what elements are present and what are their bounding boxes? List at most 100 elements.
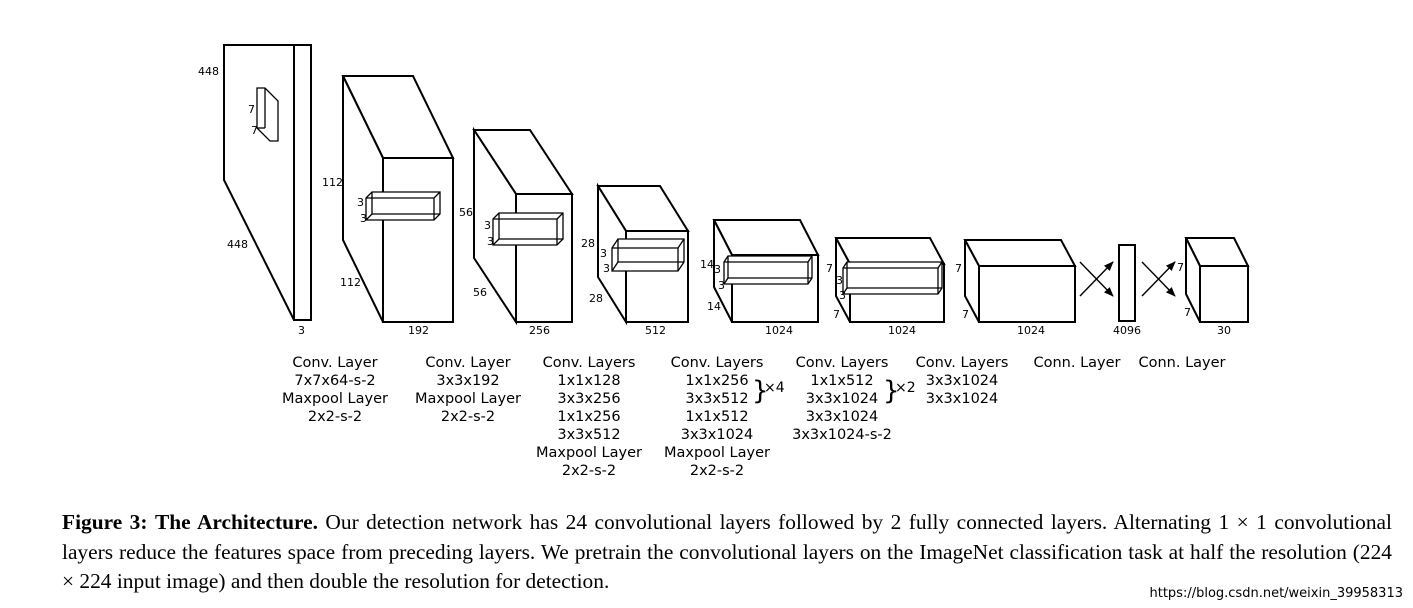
block1-kernel-w: 3: [360, 212, 367, 225]
label-line: Maxpool Layer: [664, 445, 770, 461]
block5-depth-label: 1024: [888, 324, 916, 337]
block5-kernel-h: 3: [836, 274, 843, 287]
label-line: 3x3x256: [557, 391, 620, 407]
block1-kernel: [365, 191, 441, 221]
fc-connection-arrows-1: [1079, 261, 1114, 297]
block2-volume: [472, 126, 574, 326]
block2-kernel-w: 3: [487, 235, 494, 248]
label-line: Maxpool Layer: [282, 391, 388, 407]
label-line: 3x3x512: [557, 427, 620, 443]
fc-4096-bar: [1118, 244, 1136, 322]
label-line: Conn. Layer: [1138, 355, 1225, 371]
label-line: 3x3x1024: [926, 373, 999, 389]
repeat-x2: } ×2: [883, 376, 916, 406]
repeat-x4: } ×4: [752, 376, 785, 406]
layer-label-group-3: Conv. Layers 1x1x128 3x3x256 1x1x256 3x3…: [536, 355, 642, 479]
block4-kernel-w: 3: [718, 279, 725, 292]
output-height-label: 7: [1177, 261, 1184, 274]
input-width-label: 448: [227, 238, 248, 251]
label-line: 3x3x1024: [806, 409, 879, 425]
block5-kernel-w: 3: [839, 289, 846, 302]
block5-height-label: 7: [826, 262, 833, 275]
block4-depth-label: 1024: [765, 324, 793, 337]
layer-label-group-1: Conv. Layer 7x7x64-s-2 Maxpool Layer 2x2…: [282, 355, 388, 425]
output-volume: [1184, 237, 1250, 323]
figure-caption: Figure 3: The Architecture. Our detectio…: [62, 508, 1392, 597]
label-line: 3x3x192: [436, 373, 499, 389]
block5-volume: [834, 237, 946, 323]
label-line: Conv. Layers: [916, 355, 1009, 371]
label-line: 1x1x512: [810, 373, 873, 389]
block3-kernel: [611, 238, 685, 272]
input-kernel-w: 7: [251, 124, 258, 137]
label-line: Conv. Layer: [425, 355, 510, 371]
label-line: 2x2-s-2: [441, 409, 495, 425]
input-kernel-h: 7: [248, 103, 255, 116]
block4-height-label: 14: [700, 258, 714, 271]
block4-width-label: 14: [707, 300, 721, 313]
output-depth-label: 30: [1217, 324, 1231, 337]
layer-label-group-2: Conv. Layer 3x3x192 Maxpool Layer 2x2-s-…: [415, 355, 521, 425]
block3-kernel-h: 3: [600, 247, 607, 260]
block1-kernel-h: 3: [357, 196, 364, 209]
label-line: 3x3x1024: [806, 391, 879, 407]
block4-volume: [712, 219, 820, 323]
block1-depth-label: 192: [408, 324, 429, 337]
input-depth-label: 3: [298, 324, 305, 337]
label-line: 2x2-s-2: [308, 409, 362, 425]
repeat-count-label: ×2: [895, 380, 916, 396]
block4-kernel-h: 3: [714, 263, 721, 276]
caption-title: The Architecture.: [155, 510, 318, 534]
block2-height-label: 56: [459, 206, 473, 219]
watermark: https://blog.csdn.net/weixin_39958313: [1149, 586, 1403, 601]
output-width-label: 7: [1184, 306, 1191, 319]
label-line: 1x1x256: [557, 409, 620, 425]
label-line: 3x3x1024: [681, 427, 754, 443]
layer-label-group-7: Conn. Layer: [1033, 355, 1120, 371]
block3-width-label: 28: [589, 292, 603, 305]
label-line: Maxpool Layer: [536, 445, 642, 461]
label-line: Conn. Layer: [1033, 355, 1120, 371]
block2-depth-label: 256: [529, 324, 550, 337]
label-line: Conv. Layer: [292, 355, 377, 371]
block3-kernel-w: 3: [603, 262, 610, 275]
layer-label-group-5: Conv. Layers 1x1x512 3x3x1024 3x3x1024 3…: [792, 355, 892, 443]
label-line: 2x2-s-2: [690, 463, 744, 479]
block5-width-label: 7: [833, 308, 840, 321]
caption-text: Our detection network has 24 convolution…: [62, 510, 1392, 593]
block3-depth-label: 512: [645, 324, 666, 337]
block5-kernel: [842, 261, 943, 295]
label-line: 1x1x512: [685, 409, 748, 425]
block6-depth-label: 1024: [1017, 324, 1045, 337]
repeat-count-label: ×4: [764, 380, 785, 396]
layer-label-group-8: Conn. Layer: [1138, 355, 1225, 371]
input-height-label: 448: [198, 65, 219, 78]
block6-width-label: 7: [962, 308, 969, 321]
fc1-size-label: 4096: [1113, 324, 1141, 337]
block2-kernel: [492, 212, 564, 246]
block2-kernel-h: 3: [484, 219, 491, 232]
input-volume: [223, 44, 312, 321]
arrow-up-icon: [1141, 261, 1176, 297]
caption-label: Figure 3:: [62, 510, 148, 534]
label-line: 3x3x1024: [926, 391, 999, 407]
layer-label-group-6: Conv. Layers 3x3x1024 3x3x1024: [916, 355, 1009, 407]
block1-height-label: 112: [322, 176, 343, 189]
block3-volume: [596, 182, 690, 326]
right-brace-icon: }: [752, 376, 769, 406]
label-line: 7x7x64-s-2: [294, 373, 375, 389]
block6-height-label: 7: [955, 262, 962, 275]
layer-descriptions: Conv. Layer 7x7x64-s-2 Maxpool Layer 2x2…: [282, 355, 1226, 479]
block4-kernel: [723, 255, 813, 285]
block2-width-label: 56: [473, 286, 487, 299]
input-kernel: [256, 87, 279, 142]
layer-label-group-4: Conv. Layers 1x1x256 3x3x512 1x1x512 3x3…: [664, 355, 770, 479]
arrow-up-icon: [1079, 261, 1114, 297]
label-line: Maxpool Layer: [415, 391, 521, 407]
label-line: 1x1x256: [685, 373, 748, 389]
label-line: 3x3x1024-s-2: [792, 427, 892, 443]
label-line: Conv. Layers: [671, 355, 764, 371]
fc-connection-arrows-2: [1141, 261, 1176, 297]
block1-volume: [341, 75, 455, 323]
